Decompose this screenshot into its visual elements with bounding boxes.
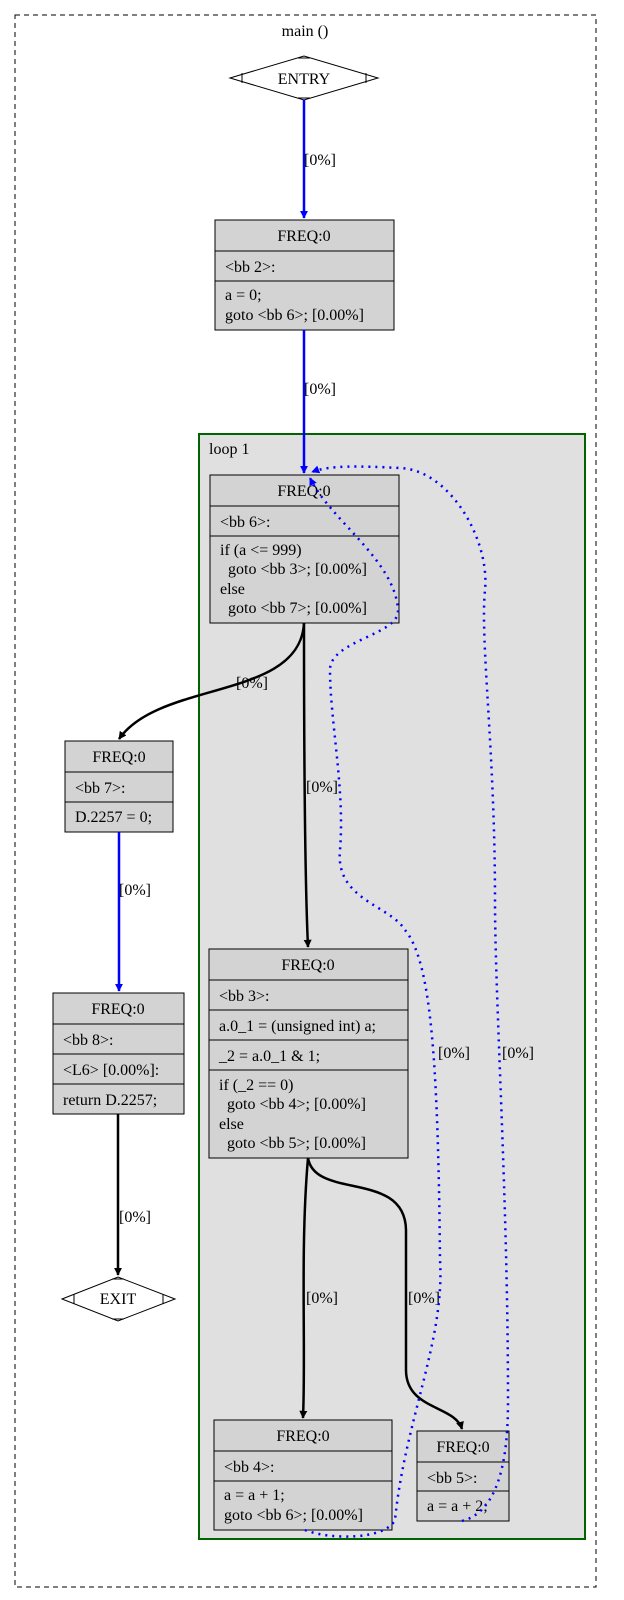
edge-bb6-to-bb3: [302, 622, 312, 948]
back-edge-bb4-to-bb6: [304, 477, 442, 1538]
bb3-stmt-2: _2 = a.0_1 & 1;: [218, 1048, 320, 1065]
basic-block-3[interactable]: FREQ:0 <bb 3>: a.0_1 = (unsigned int) a;…: [208, 948, 409, 1159]
bb4-code-0: a = a + 1;: [224, 1487, 285, 1504]
entry-node[interactable]: ENTRY: [228, 55, 380, 101]
edge-label-bb6-bb3: [0%]: [306, 779, 338, 796]
edge-bb3-to-bb5: [306, 1157, 464, 1430]
edge-bb6-to-bb7: [117, 622, 306, 740]
edge-label-bb8-exit: [0%]: [119, 1209, 151, 1226]
bb4-code-1: goto <bb 6>; [0.00%]: [224, 1507, 363, 1524]
edge-label-bb2-bb6: [0%]: [304, 381, 336, 398]
bb2-code-1: goto <bb 6>; [0.00%]: [225, 307, 364, 324]
bb8-label-line: <L6> [0.00%]:: [63, 1062, 159, 1079]
bb7-code-0: D.2257 = 0;: [75, 809, 152, 826]
exit-label: EXIT: [100, 1291, 137, 1308]
edge-label-entry-bb2: [0%]: [304, 152, 336, 169]
bb4-freq: FREQ:0: [276, 1428, 329, 1445]
bb7-name: <bb 7>:: [75, 780, 126, 797]
bb2-code-0: a = 0;: [225, 287, 262, 304]
bb2-name: <bb 2>:: [225, 259, 276, 276]
bb3-code-3: goto <bb 5>; [0.00%]: [219, 1135, 366, 1152]
basic-block-4[interactable]: FREQ:0 <bb 4>: a = a + 1; goto <bb 6>; […: [213, 1419, 393, 1531]
bb3-freq: FREQ:0: [281, 957, 334, 974]
edge-label-bb3-bb5: [0%]: [408, 1290, 440, 1307]
back-edge-bb5-to-bb6: [311, 465, 510, 1523]
bb2-freq: FREQ:0: [277, 228, 330, 245]
exit-node[interactable]: EXIT: [60, 1276, 177, 1322]
edge-label-bb7-bb8: [0%]: [119, 882, 151, 899]
bb6-code-3: goto <bb 7>; [0.00%]: [220, 600, 367, 617]
bb8-name: <bb 8>:: [63, 1032, 114, 1049]
basic-block-2[interactable]: FREQ:0 <bb 2>: a = 0; goto <bb 6>; [0.00…: [214, 219, 395, 331]
bb5-code-0: a = a + 2;: [427, 1498, 488, 1515]
edge-label-bb5-bb6: [0%]: [502, 1045, 534, 1062]
bb6-code-1: goto <bb 3>; [0.00%]: [220, 561, 367, 578]
bb4-name: <bb 4>:: [224, 1459, 275, 1476]
bb5-name: <bb 5>:: [427, 1470, 478, 1487]
edge-label-bb3-bb4: [0%]: [306, 1290, 338, 1307]
loop-label: loop 1: [209, 441, 249, 458]
basic-block-6[interactable]: FREQ:0 <bb 6>: if (a <= 999) goto <bb 3>…: [209, 474, 400, 624]
edge-bb3-to-bb4: [299, 1157, 310, 1419]
basic-block-5[interactable]: FREQ:0 <bb 5>: a = a + 2;: [416, 1430, 510, 1522]
basic-block-7[interactable]: FREQ:0 <bb 7>: D.2257 = 0;: [64, 740, 174, 833]
edge-label-bb4-bb6: [0%]: [438, 1045, 470, 1062]
bb3-code-0: if (_2 == 0): [219, 1077, 293, 1094]
bb3-code-1: goto <bb 4>; [0.00%]: [219, 1096, 366, 1113]
entry-label: ENTRY: [278, 71, 331, 88]
bb5-freq: FREQ:0: [436, 1439, 489, 1456]
basic-block-8[interactable]: FREQ:0 <bb 8>: <L6> [0.00%]: return D.22…: [52, 992, 185, 1115]
bb3-stmt-1: a.0_1 = (unsigned int) a;: [219, 1018, 376, 1035]
bb7-freq: FREQ:0: [92, 749, 145, 766]
bb6-name: <bb 6>:: [220, 514, 271, 531]
function-cluster: [14, 14, 597, 1588]
bb6-freq: FREQ:0: [277, 483, 330, 500]
bb6-code-2: else: [220, 581, 245, 598]
bb6-code-0: if (a <= 999): [220, 542, 302, 559]
bb3-code-2: else: [219, 1116, 244, 1133]
bb3-name: <bb 3>:: [219, 988, 270, 1005]
bb8-freq: FREQ:0: [91, 1001, 144, 1018]
bb8-code-0: return D.2257;: [63, 1092, 157, 1109]
function-title: main (): [282, 23, 329, 40]
edge-label-bb6-bb7: [0%]: [236, 675, 268, 692]
